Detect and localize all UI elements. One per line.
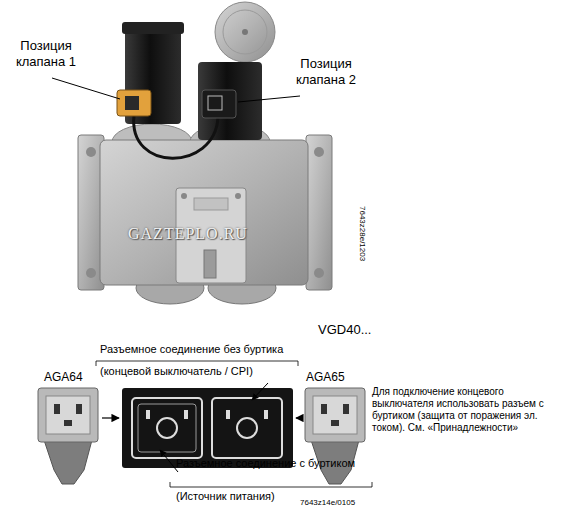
plug-inner [46, 396, 90, 434]
watermark: GAZTEPLO.RU [128, 224, 248, 243]
connector-2 [202, 90, 236, 118]
socket-contact [264, 410, 268, 419]
socket-contact [184, 410, 188, 419]
model-name: VGD40... [318, 322, 371, 338]
actuator-1 [125, 28, 181, 124]
adjust-screw [204, 250, 216, 278]
plug-pin [64, 420, 72, 426]
cover-screw [242, 29, 248, 35]
plug-body [44, 440, 92, 484]
callout-label: Позиция клапана 2 [284, 56, 368, 87]
figure-code: 7643z14e/0105 [300, 498, 355, 508]
screw [181, 193, 187, 199]
socket-label: Разъемное соединение с буртиком [176, 457, 355, 470]
connector-1 [117, 90, 151, 116]
leader-line [238, 96, 300, 102]
socket-contact [226, 410, 230, 419]
plug-face [38, 388, 98, 442]
callout-label: Позиция клапана 1 [5, 38, 87, 69]
right-flange [306, 135, 332, 290]
bolt [86, 147, 96, 157]
socket-block [122, 388, 293, 468]
connector-1-face [125, 96, 139, 110]
socket-contact [146, 410, 150, 419]
figure-code: 7643z28e/1203 [357, 206, 367, 261]
arrow [296, 417, 303, 418]
arrow [252, 383, 268, 400]
connector-2-face [208, 96, 222, 110]
plug-pin [54, 404, 60, 414]
bracket [170, 482, 372, 487]
plug-face [305, 388, 365, 442]
part-name: AGA64 [44, 370, 83, 384]
socket-label: Разъемное соединение без буртика [100, 343, 283, 356]
socket-bead [138, 404, 196, 452]
socket-with-bead [132, 398, 202, 458]
plug-pin [331, 420, 339, 426]
plug-inner [313, 396, 357, 434]
leader-line [52, 78, 120, 99]
socket-label: (Источник питания) [176, 490, 275, 503]
socket-without-bead [212, 398, 282, 458]
bolt [314, 268, 324, 278]
socket-center [237, 418, 257, 438]
arrow [160, 450, 178, 472]
bolt [86, 268, 96, 278]
plug-pin [343, 404, 349, 414]
round-cover-rim [223, 10, 267, 54]
plug-pin [321, 404, 327, 414]
arrow [102, 417, 119, 418]
valve-body [100, 140, 308, 285]
socket-label: (концевой выключатель / CPI) [100, 365, 253, 378]
actuator-cap [122, 22, 184, 34]
round-cover [215, 2, 275, 62]
bolt [314, 147, 324, 157]
cable [134, 116, 218, 158]
note: Для подключение концевого выключателя ис… [372, 386, 564, 434]
type-plate [194, 198, 228, 210]
socket-center [157, 418, 177, 438]
part-name: AGA65 [306, 370, 345, 384]
plug-pin [76, 404, 82, 414]
screw [235, 193, 241, 199]
